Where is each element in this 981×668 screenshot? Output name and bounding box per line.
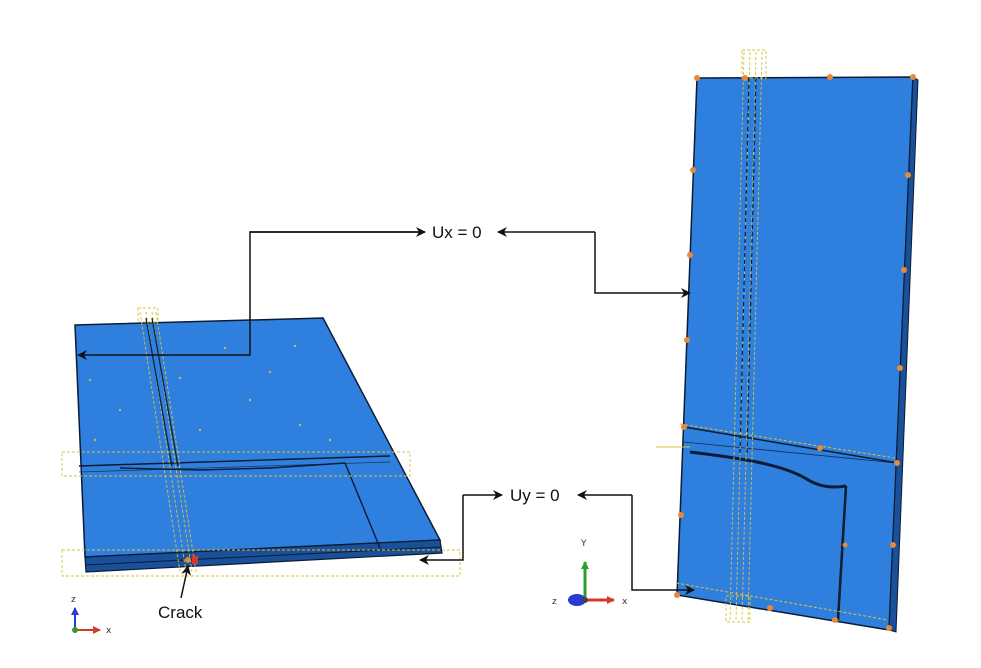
right-triad-z-label: z	[552, 597, 557, 607]
right-plate-side-edge	[888, 76, 919, 633]
right-triad-x-label: x	[622, 597, 628, 607]
left-plate-top-face	[74, 317, 442, 558]
uy-arrow-to-right-plate	[631, 495, 695, 595]
crack-label: Crack	[158, 603, 203, 622]
right-triad-y-label: Y	[580, 539, 587, 549]
right-constraint-strip	[725, 49, 767, 623]
uy-arrow-to-left-plate	[419, 495, 464, 565]
right-plate-face	[676, 76, 914, 631]
left-axis-triad: z x	[71, 595, 112, 636]
left-plate-model	[61, 307, 461, 577]
ux-arrow-to-right-plate	[594, 232, 691, 298]
left-plate-seam	[78, 455, 391, 467]
uy-annotation-arrows	[419, 490, 695, 595]
ux-annotation-arrows	[77, 227, 691, 360]
right-plate-model	[656, 49, 919, 633]
left-triad-x-label: x	[106, 626, 112, 636]
right-plate-crack-curve	[689, 450, 847, 489]
boundary-markers	[674, 74, 916, 631]
left-triad-z-label: z	[71, 595, 76, 605]
ux-label: Ux = 0	[432, 223, 482, 242]
crack-pointer-arrow	[180, 565, 191, 599]
uy-label: Uy = 0	[510, 486, 560, 505]
left-plate-crack-edge	[119, 462, 381, 549]
right-axis-triad: Y z x	[552, 539, 628, 607]
left-constraint-strip	[137, 307, 197, 573]
